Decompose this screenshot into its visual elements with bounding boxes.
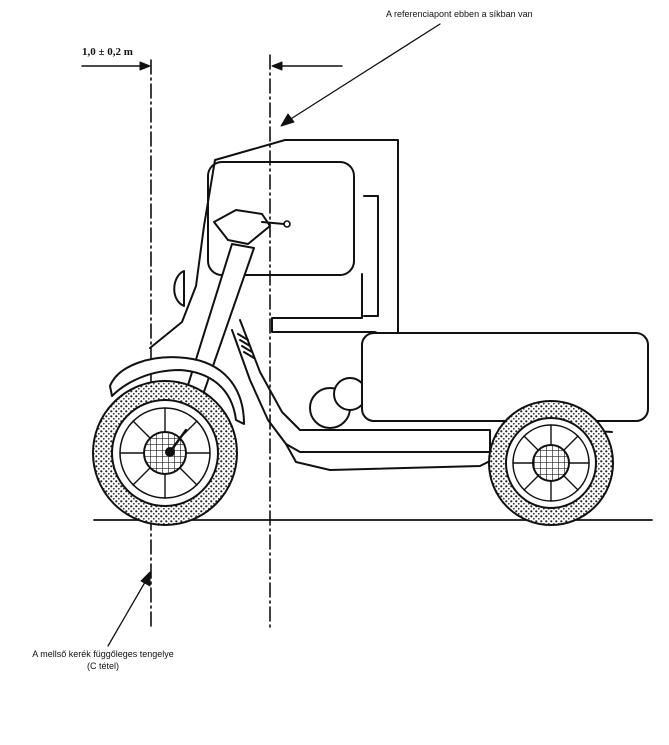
front-fender (109, 356, 245, 425)
front-hub (165, 447, 175, 457)
cab-window (207, 161, 355, 276)
handlebar (213, 209, 285, 245)
mirror-icon (283, 220, 291, 228)
reference-point-label: A referenciapont ebben a síkban van (386, 9, 533, 19)
front-axis-label-line2: (C tétel) (86, 661, 119, 671)
dimension-label: 1,0 ± 0,2 m (82, 46, 133, 58)
dimension-arrow-left (81, 61, 151, 71)
rear-wheel (488, 400, 614, 526)
front-wheel (92, 380, 238, 526)
front-axis-label-line1: A mellső kerék függőleges tengelye (32, 649, 174, 659)
front-axis-label: A mellső kerék függőleges tengelye (C té… (8, 648, 198, 672)
headlight (173, 270, 185, 307)
spring (237, 333, 255, 359)
cab-outline (149, 139, 399, 349)
dimension-arrow-right (271, 61, 343, 71)
front-axis-leader-arrow (107, 571, 151, 647)
cargo-box (361, 332, 649, 422)
cab-rear-post (363, 195, 379, 317)
reference-leader-arrow (280, 23, 441, 127)
